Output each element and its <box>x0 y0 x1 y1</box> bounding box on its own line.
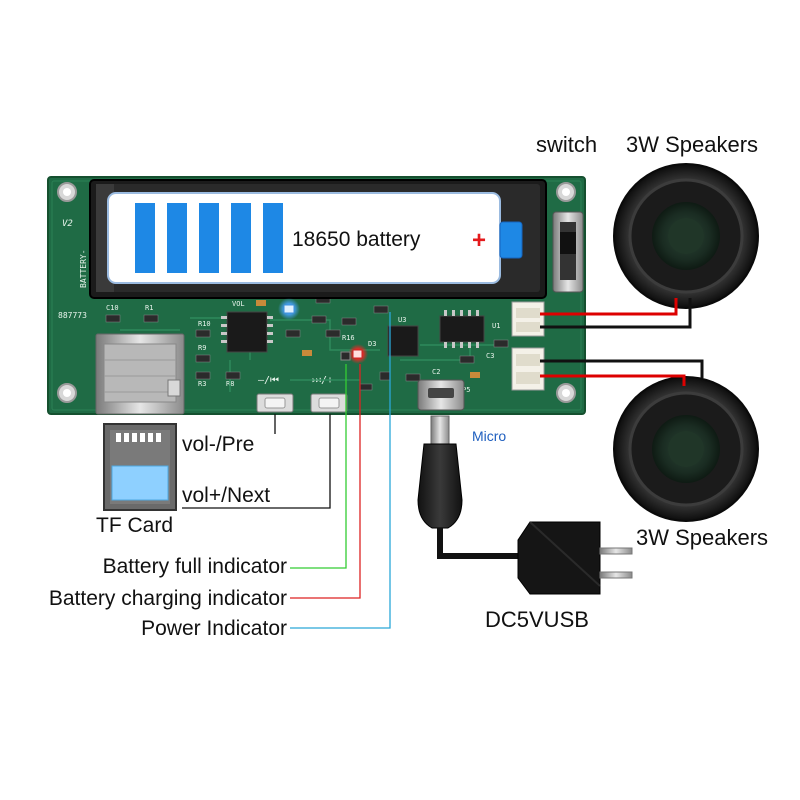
silk-c10: C10 <box>106 304 119 312</box>
silk-c3: C3 <box>486 352 494 360</box>
battery-level-bar <box>135 203 155 273</box>
silk-battery-minus: BATTERY- <box>79 249 88 288</box>
label-micro: Micro <box>472 428 506 444</box>
speaker-wire-bottom-black <box>540 359 704 378</box>
battery-level-bar <box>231 203 251 273</box>
label-speakers-top: 3W Speakers <box>626 132 758 157</box>
battery-level-bars <box>135 203 283 273</box>
battery-cell: 18650 battery + <box>107 192 523 284</box>
battery-label: 18650 battery <box>292 228 421 251</box>
usb-power-adapter <box>517 521 601 595</box>
ic-chip-center <box>387 325 419 357</box>
speaker-connector-bottom <box>511 347 545 391</box>
silk-r3: R3 <box>198 380 206 388</box>
usb-cable-wire <box>437 528 520 559</box>
speaker-wire-top-red <box>540 298 678 316</box>
tf-card-icon <box>103 423 177 511</box>
led-power <box>278 298 300 320</box>
silk-c2: C2 <box>432 368 440 376</box>
capacitors <box>256 300 480 378</box>
button-vol-plus[interactable] <box>310 393 348 413</box>
label-battery-charging: Battery charging indicator <box>49 587 287 610</box>
silk-board-version: V2 <box>62 219 73 229</box>
micro-usb-plug-body <box>417 443 463 529</box>
label-tf-card: TF Card <box>96 514 173 537</box>
battery-positive-terminal <box>499 221 523 259</box>
callout-power-indicator <box>290 312 391 629</box>
slide-switch[interactable] <box>552 211 584 293</box>
silk-d3: D3 <box>368 340 376 348</box>
silk-u1: U1 <box>492 322 500 330</box>
silk-r1: R1 <box>145 304 153 312</box>
pcb-board: V2 BATTERY- 887773 C10 R1 VOL R10 R9 R3 … <box>47 176 586 415</box>
speaker-connector-top <box>511 301 545 337</box>
silk-button-prev: —/⏮ <box>258 375 279 386</box>
speaker-wire-top-black <box>540 298 692 329</box>
label-dc5vusb: DC5VUSB <box>485 607 589 632</box>
label-vol-minus: vol-/Pre <box>182 433 254 456</box>
button-vol-minus[interactable] <box>256 393 294 413</box>
label-battery-full: Battery full indicator <box>103 555 287 578</box>
ic-chip-right <box>439 310 485 348</box>
battery-level-bar <box>199 203 219 273</box>
label-switch: switch <box>536 132 597 157</box>
speaker-bottom <box>613 376 759 522</box>
speaker-wire-bottom-red <box>540 374 686 386</box>
silk-r16: R16 <box>342 334 355 342</box>
callout-lines <box>182 312 391 629</box>
tf-card-slot <box>95 333 185 415</box>
micro-usb-port <box>417 379 465 411</box>
speaker-top <box>613 163 759 309</box>
callout-battery-charging <box>290 364 361 599</box>
silk-board-id: 887773 <box>58 311 87 320</box>
battery-level-bar <box>263 203 283 273</box>
switch-knob[interactable] <box>560 232 576 254</box>
battery-plus-sign: + <box>472 227 486 254</box>
battery-level-bar <box>167 203 187 273</box>
ic-chip-left <box>221 311 273 353</box>
silk-r9: R9 <box>198 344 206 352</box>
usb-cable <box>417 415 633 595</box>
label-speakers-bottom: 3W Speakers <box>636 525 768 550</box>
led-battery-full <box>340 351 351 361</box>
silk-vol: VOL <box>232 300 245 308</box>
silk-r10: R10 <box>198 320 211 328</box>
silk-p5: P5 <box>462 386 470 394</box>
adapter-prong-top <box>599 547 633 555</box>
callout-battery-full <box>290 364 347 569</box>
led-battery-charging <box>348 344 368 364</box>
silk-u3: U3 <box>398 316 406 324</box>
speaker-wires <box>540 298 704 386</box>
callout-vol-plus <box>182 414 331 509</box>
label-power-indicator: Power Indicator <box>141 617 287 640</box>
label-vol-plus: vol+/Next <box>182 484 270 507</box>
adapter-prong-bottom <box>599 571 633 579</box>
mounting-holes <box>57 182 576 403</box>
micro-usb-plug-tip <box>430 415 450 447</box>
